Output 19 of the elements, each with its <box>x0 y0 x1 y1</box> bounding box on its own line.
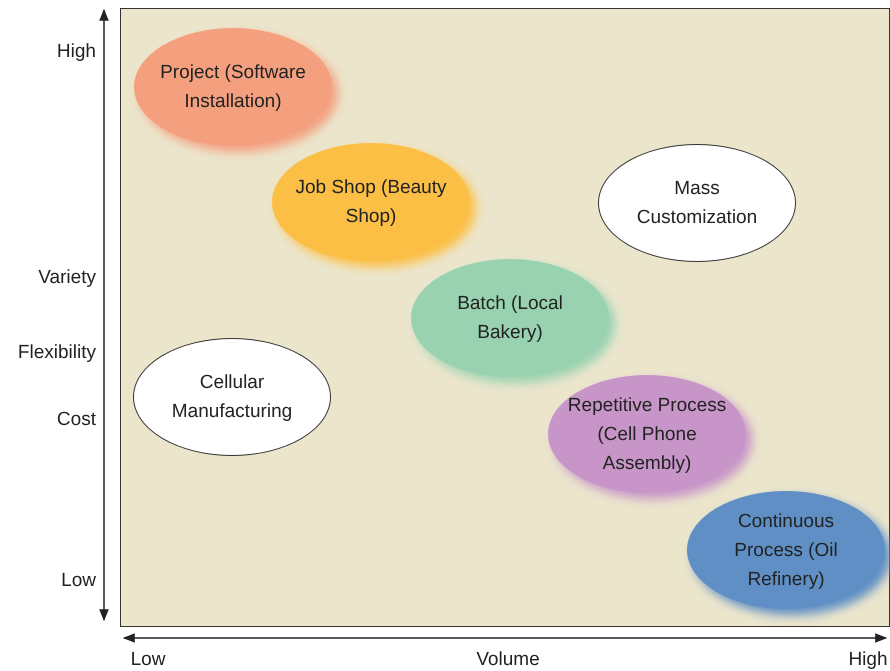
ellipse-label: Batch (Local Bakery) <box>456 292 564 345</box>
ellipse <box>548 375 746 493</box>
axis-label: Cost <box>56 409 96 431</box>
axis-label: Flexibility <box>18 342 96 364</box>
ellipse <box>272 143 470 261</box>
ellipse <box>687 491 885 609</box>
axis-label: Low <box>130 649 166 671</box>
axis-label: High <box>848 649 888 671</box>
axis-label: High <box>56 41 96 63</box>
ellipse <box>411 259 609 377</box>
axis-title: Volume <box>476 649 540 671</box>
axis-label: Low <box>61 570 96 592</box>
ellipse-label: Project (Software Installation) <box>159 61 307 114</box>
axis-label: Variety <box>38 267 96 289</box>
ellipse-label: Mass Customization <box>636 177 758 230</box>
ellipse-label: Continuous Process (Oil Refinery) <box>733 510 839 592</box>
ellipse-label: Cellular Manufacturing <box>170 371 294 424</box>
ellipse-label: Repetitive Process (Cell Phone Assembly) <box>566 394 728 476</box>
ellipse-label: Job Shop (Beauty Shop) <box>294 176 448 229</box>
